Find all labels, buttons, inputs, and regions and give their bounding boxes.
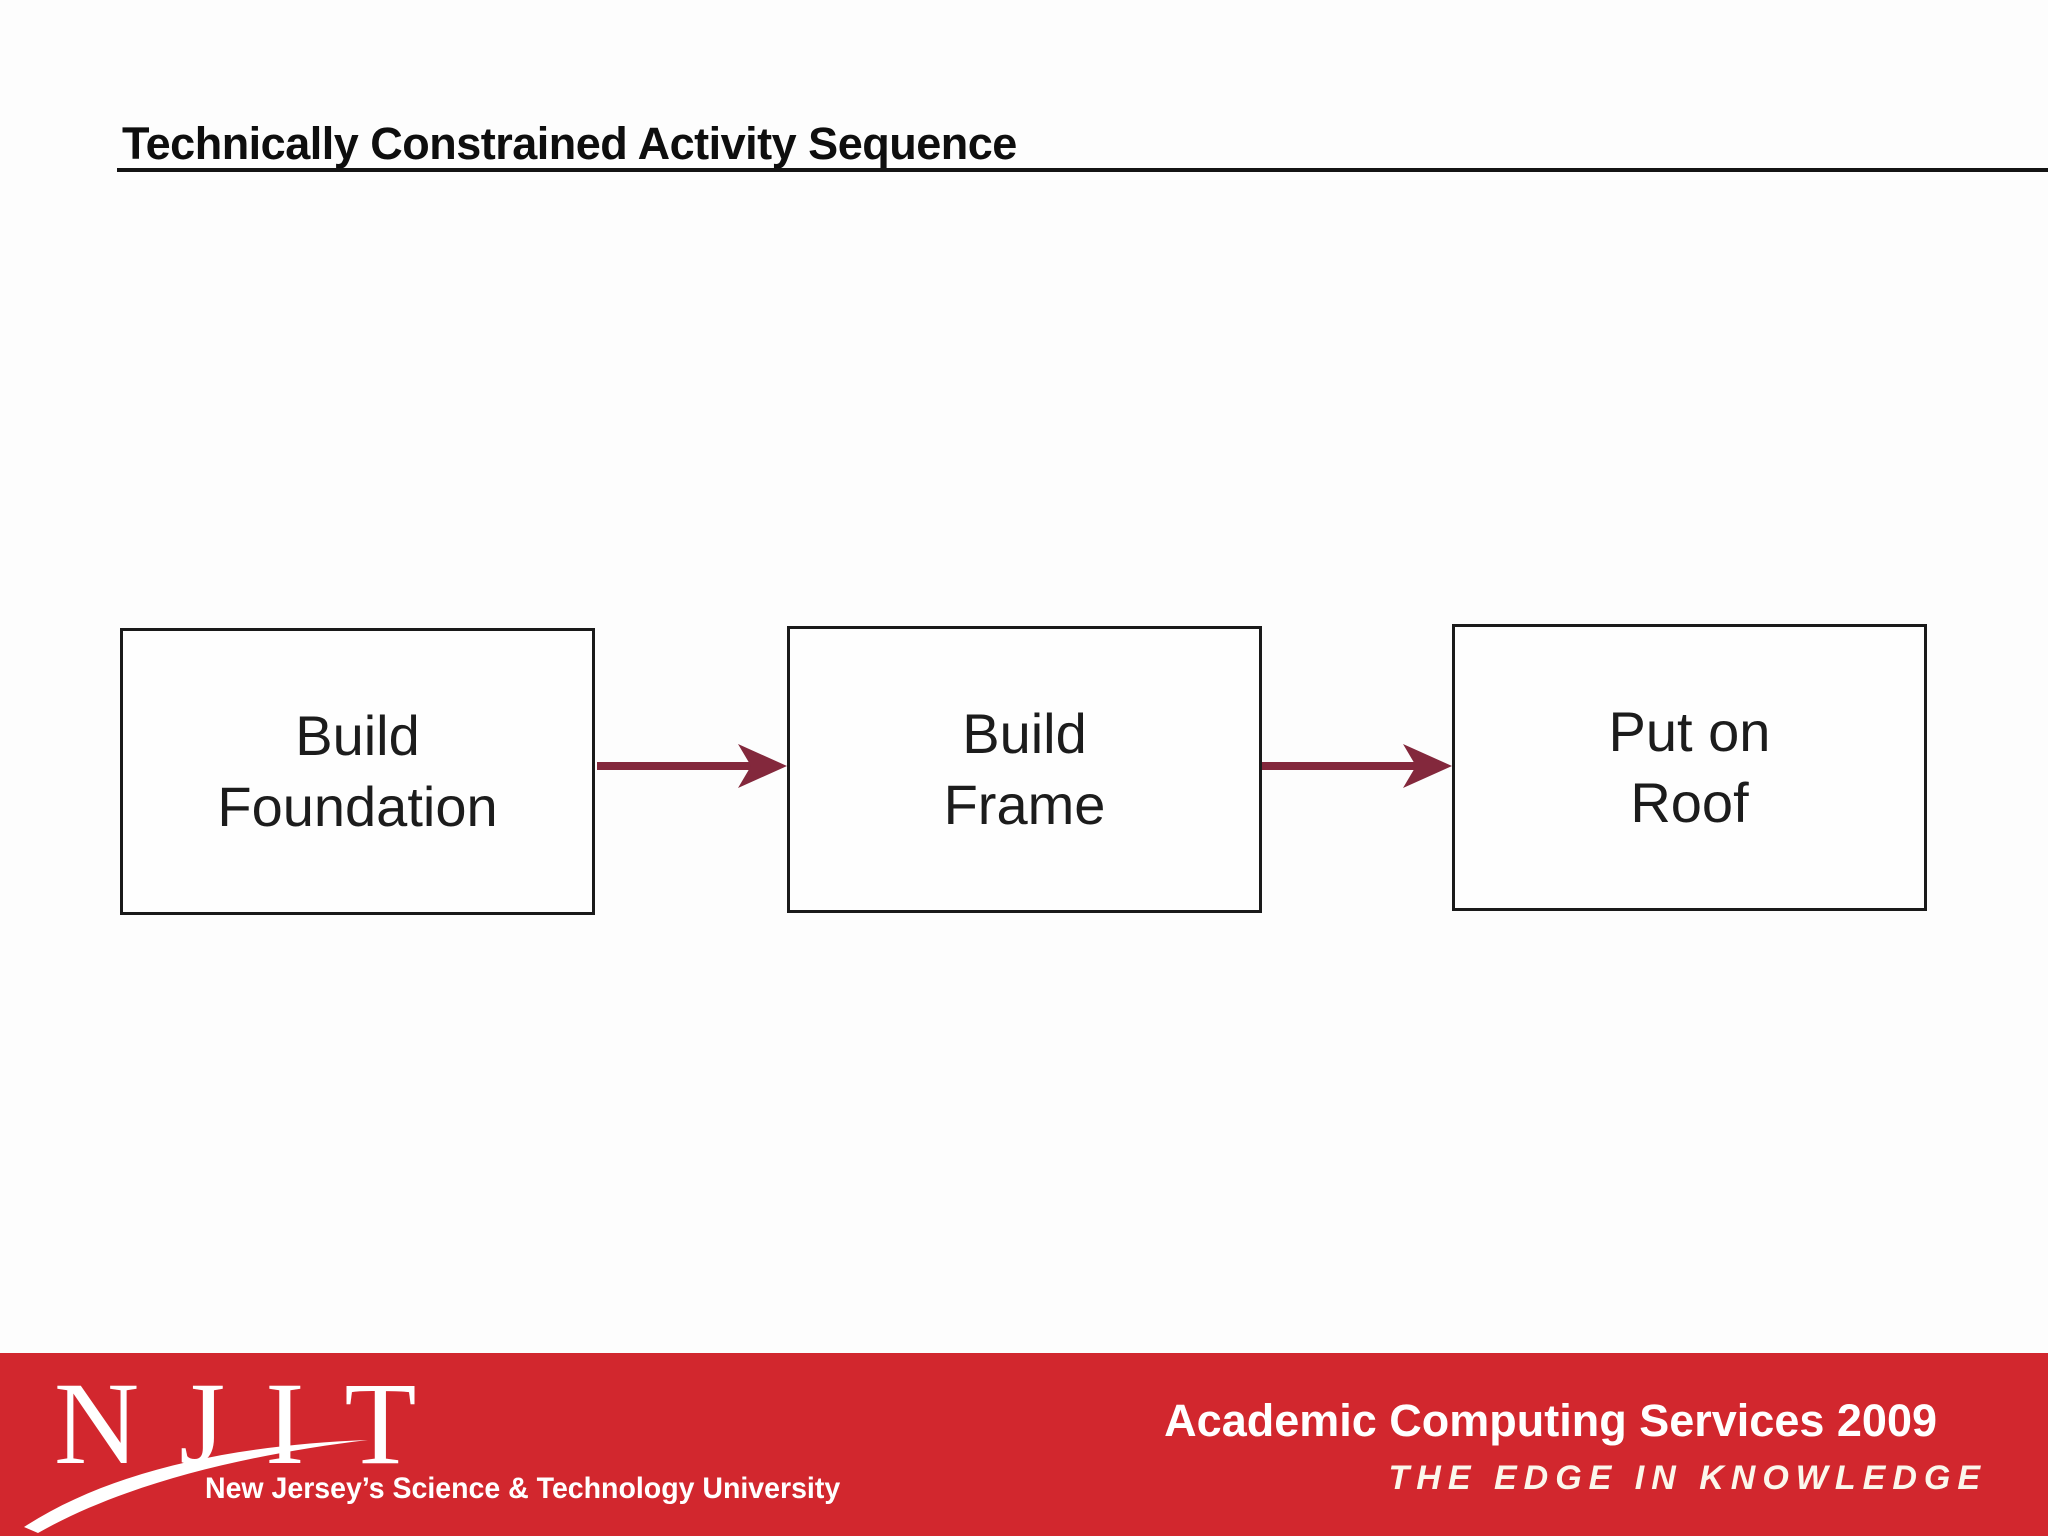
diagram-node-build-foundation: Build Foundation xyxy=(120,628,595,915)
node-label-line: Build xyxy=(295,703,420,767)
njit-logo-letters: NJIT xyxy=(54,1358,457,1489)
footer-band: NJIT New Jersey’s Science & Technology U… xyxy=(0,1353,2048,1536)
footer-service-line: Academic Computing Services 2009 xyxy=(1164,1395,1937,1446)
sequence-arrow-2 xyxy=(1262,744,1452,788)
footer-slogan: THE EDGE IN KNOWLEDGE xyxy=(1388,1459,1987,1497)
njit-logo-tagline: New Jersey’s Science & Technology Univer… xyxy=(205,1472,841,1505)
title-underline xyxy=(117,168,2048,172)
sequence-arrow-1 xyxy=(597,744,787,788)
diagram-node-put-on-roof: Put on Roof xyxy=(1452,624,1927,911)
node-label-line: Put on xyxy=(1608,699,1771,763)
node-label-line: Build xyxy=(962,701,1087,765)
diagram-node-build-frame: Build Frame xyxy=(787,626,1262,913)
node-label-line: Roof xyxy=(1630,770,1749,834)
node-label-line: Frame xyxy=(943,772,1106,836)
node-label-line: Foundation xyxy=(217,774,498,838)
page-title: Technically Constrained Activity Sequenc… xyxy=(122,118,1017,169)
